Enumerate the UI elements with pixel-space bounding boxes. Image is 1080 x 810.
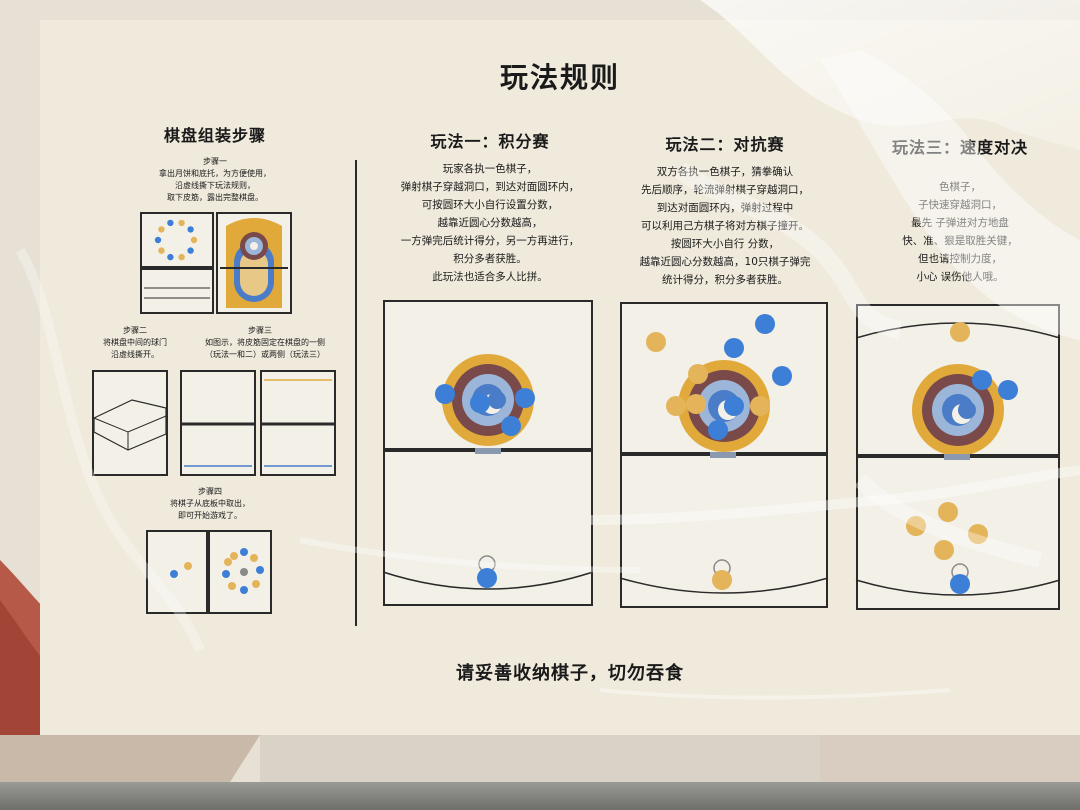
step2-line-1: 将棋盘中间的球门 (103, 338, 167, 347)
step2-board (92, 370, 168, 476)
step4-line-1: 将棋子从底板中取出， (170, 499, 250, 508)
mode1-line-6: 积分多者获胜。 (453, 253, 527, 265)
step2-line-2: 沿虚线撕开。 (111, 350, 159, 359)
mode2-line-2: 先后顺序，轮流弹射棋子穿越洞口， (641, 184, 809, 196)
mode2-line-7: 统计得分，积分多者获胜。 (662, 274, 788, 286)
mode3-line-1: 色棋子， (939, 181, 981, 193)
mode1-heading: 玩法一：积分赛 (430, 132, 550, 151)
step4-right-pieces (222, 548, 264, 594)
mode3-line-2: 子快速穿越洞口， (918, 199, 1002, 211)
mode2-board-art (619, 314, 829, 594)
assembly-heading: 棋盘组装步骤 (163, 126, 266, 145)
mode3-line-6: 小心 误伤他人哦。 (916, 271, 1004, 283)
piece-circle-layout (154, 219, 198, 261)
game-piece (167, 219, 174, 227)
mode1-board-art (382, 354, 594, 590)
mode3-line-4: 快、准、狠是取胜关键， (902, 235, 1018, 247)
step1-board-artwork (220, 218, 288, 308)
step3-line-2: （玩法一和二）或两侧（玩法三） (205, 350, 325, 359)
mode2-line-1: 双方各执一色棋子，猜拳确认 (656, 166, 794, 178)
step1-back-lines (144, 287, 210, 299)
step1-label: 步骤一 (203, 157, 227, 166)
mode3-heading: 玩法三：速度对决 (891, 138, 1028, 157)
mode1-line-7: 此玩法也适合多人比拼。 (432, 271, 548, 283)
step1-line-3: 取下皮筋，露出完整棋盘。 (167, 193, 263, 202)
step4-label: 步骤四 (198, 487, 222, 496)
mode3-line-3: 最先 子弹进对方地盘 (911, 217, 1009, 229)
mode1-line-1: 玩家各执一色棋子， (442, 163, 538, 175)
mode2-line-3: 到达对面圆环内，弹射过程中 (656, 202, 794, 214)
mode1-line-4: 越靠近圆心分数越高， (437, 217, 543, 229)
step4-line-2: 即可开始游戏了。 (178, 511, 242, 520)
step1-pieces-ring (154, 219, 198, 261)
mode2-line-4: 可以利用己方棋子将对方棋子撞开。 (641, 220, 809, 232)
step3-line-1: 如图示，将皮筋固定在棋盘的一侧 (205, 338, 325, 347)
game-piece (187, 247, 194, 254)
step2-label: 步骤二 (123, 326, 147, 335)
page-title: 玩法规则 (499, 61, 620, 94)
step1-board-pieces (140, 212, 214, 268)
mode2-line-5: 按圆环大小自行 分数， (670, 238, 780, 250)
step4-left-pieces (170, 562, 192, 578)
game-piece (187, 226, 194, 233)
step3-two-sides-lines (262, 379, 334, 467)
poster-lower-edge (260, 735, 820, 782)
mode1-line-5: 一方弹完后统计得分，另一方再进行， (400, 235, 580, 247)
mode1-line-2: 弹射棋子穿越洞口，到达对面圆环内， (400, 181, 580, 193)
safety-footer: 请妥善收纳棋子，切勿吞食 (456, 663, 684, 684)
column-divider (355, 160, 357, 626)
mode2-line-6: 越靠近圆心分数越高，10只棋子弹完 (639, 256, 811, 268)
mode3-line-5: 但也请控制力度， (918, 253, 1002, 265)
game-piece (190, 236, 198, 244)
game-piece (154, 236, 162, 244)
step3-label: 步骤三 (248, 326, 272, 335)
step3-one-side-lines (182, 422, 254, 467)
step1-line-2: 沿虚线撕下玩法规则， (175, 181, 255, 190)
mode1-line-3: 可按圆环大小自行设置分数， (421, 199, 559, 211)
game-piece (178, 219, 185, 227)
step1-board-back (140, 268, 214, 314)
game-piece (167, 253, 174, 261)
game-piece (158, 247, 165, 254)
game-piece (178, 253, 185, 261)
mode2-heading: 玩法二：对抗赛 (665, 135, 785, 154)
step1-line-1: 拿出月饼和底托，为方便使用， (159, 169, 271, 178)
mode3-board-art (855, 322, 1061, 596)
game-piece (158, 226, 165, 233)
metal-frame-edge (0, 782, 1080, 810)
step2-goal-drawing (93, 399, 167, 451)
